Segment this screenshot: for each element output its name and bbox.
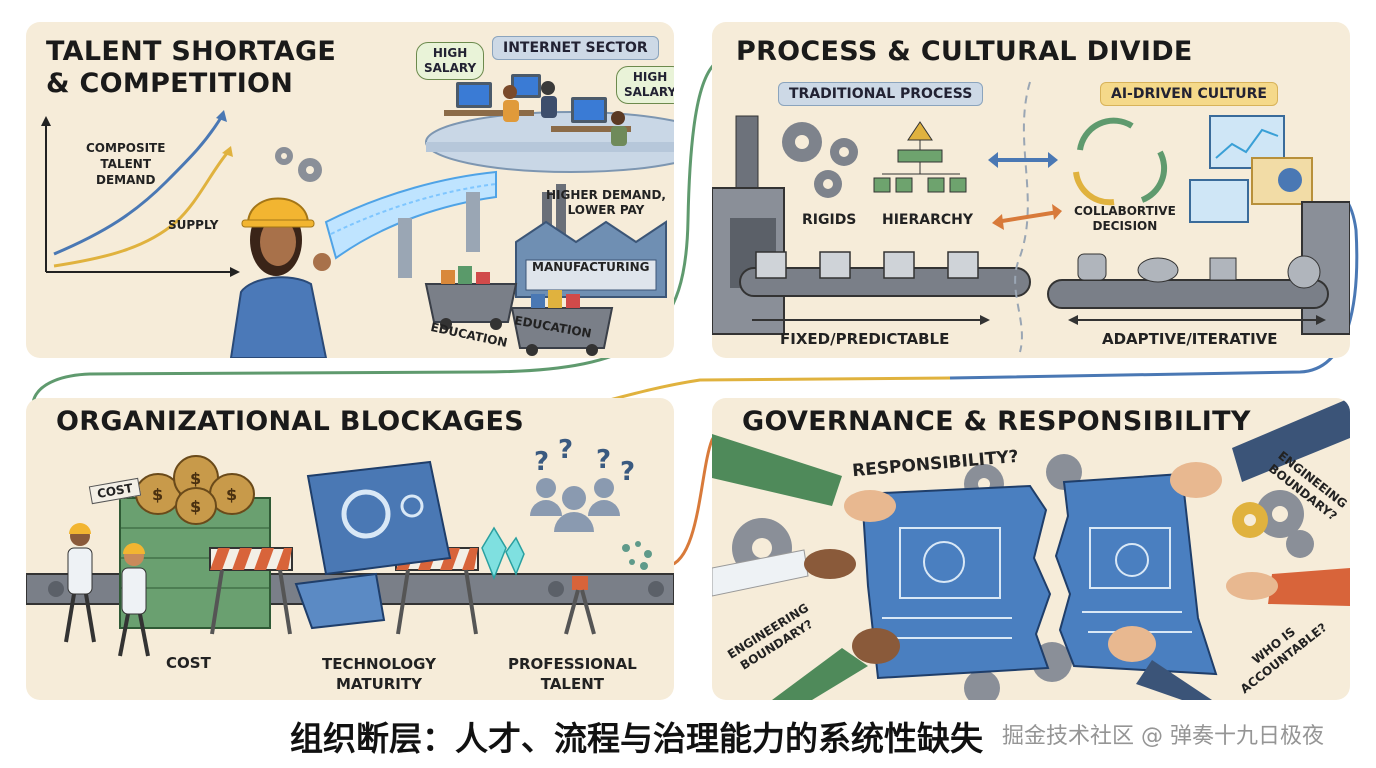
org-panel: $ $ $ $ [26,398,674,700]
talent-panel: TALENT SHORTAGE & COMPETITION INTERNET S… [26,22,674,358]
internet-sector-tag: INTERNET SECTOR [492,36,659,60]
talent-illustration [41,74,674,358]
rigids-label: RIGIDS [802,212,857,228]
caption-title: 组织断层：人才、流程与治理能力的系统性缺失 [290,719,983,758]
svg-text:$: $ [226,485,237,504]
high-salary-bubble-right: HIGH SALARY [616,66,674,104]
governance-title: GOVERNANCE & RESPONSIBILITY [742,406,1251,437]
traditional-process-tag: TRADITIONAL PROCESS [778,82,984,106]
watermark-text: 掘金技术社区 @ 弹奏十九日极夜 [1002,724,1324,749]
workers [64,523,150,657]
composite-demand-label: COMPOSITE TALENT DEMAND [86,141,166,187]
process-title: PROCESS & CULTURAL DIVIDE [736,36,1193,67]
higher-demand-label: HIGHER DEMAND, LOWER PAY [546,188,666,217]
worker-woman [229,197,331,358]
process-illustration [712,81,1350,353]
factory [515,184,667,298]
professional-talent-label: PROFESSIONAL TALENT [508,655,637,693]
svg-text:?: ? [620,457,635,487]
process-panel: PROCESS & CULTURAL DIVIDE TRADITIONAL PR… [712,22,1350,358]
org-title: ORGANIZATIONAL BLOCKAGES [56,406,524,437]
fixed-predictable-label: FIXED/PREDICTABLE [780,330,950,348]
svg-text:?: ? [534,447,549,477]
caption-bar: 组织断层：人才、流程与治理能力的系统性缺失 掘金技术社区 @ 弹奏十九日极夜 [0,712,1376,760]
svg-text:$: $ [190,497,201,516]
technology-maturity-label: TECHNOLOGY MATURITY [322,655,436,693]
svg-text:$: $ [152,485,163,504]
talent-title: TALENT SHORTAGE & COMPETITION [46,36,337,99]
hierarchy-label: HIERARCHY [882,212,974,228]
manufacturing-label: MANUFACTURING [532,260,650,274]
demand-supply-chart [41,110,240,277]
collaborative-decision-label: COLLABORTIVE DECISION [1074,204,1176,233]
org-illustration: $ $ $ $ [26,435,674,657]
supply-label: SUPPLY [168,218,219,232]
svg-text:?: ? [596,445,611,475]
adaptive-iterative-label: ADAPTIVE/ITERATIVE [1102,330,1278,348]
governance-panel: GOVERNANCE & RESPONSIBILITY RESPONSIBILI… [712,398,1350,700]
governance-illustration [712,398,1350,700]
cost-label: COST [166,654,211,672]
hands [712,398,1350,700]
svg-text:?: ? [558,435,573,465]
ai-driven-culture-tag: AI-DRIVEN CULTURE [1100,82,1278,106]
svg-text:$: $ [190,469,201,488]
high-salary-bubble-left: HIGH SALARY [416,42,485,80]
education-carts [424,266,614,356]
